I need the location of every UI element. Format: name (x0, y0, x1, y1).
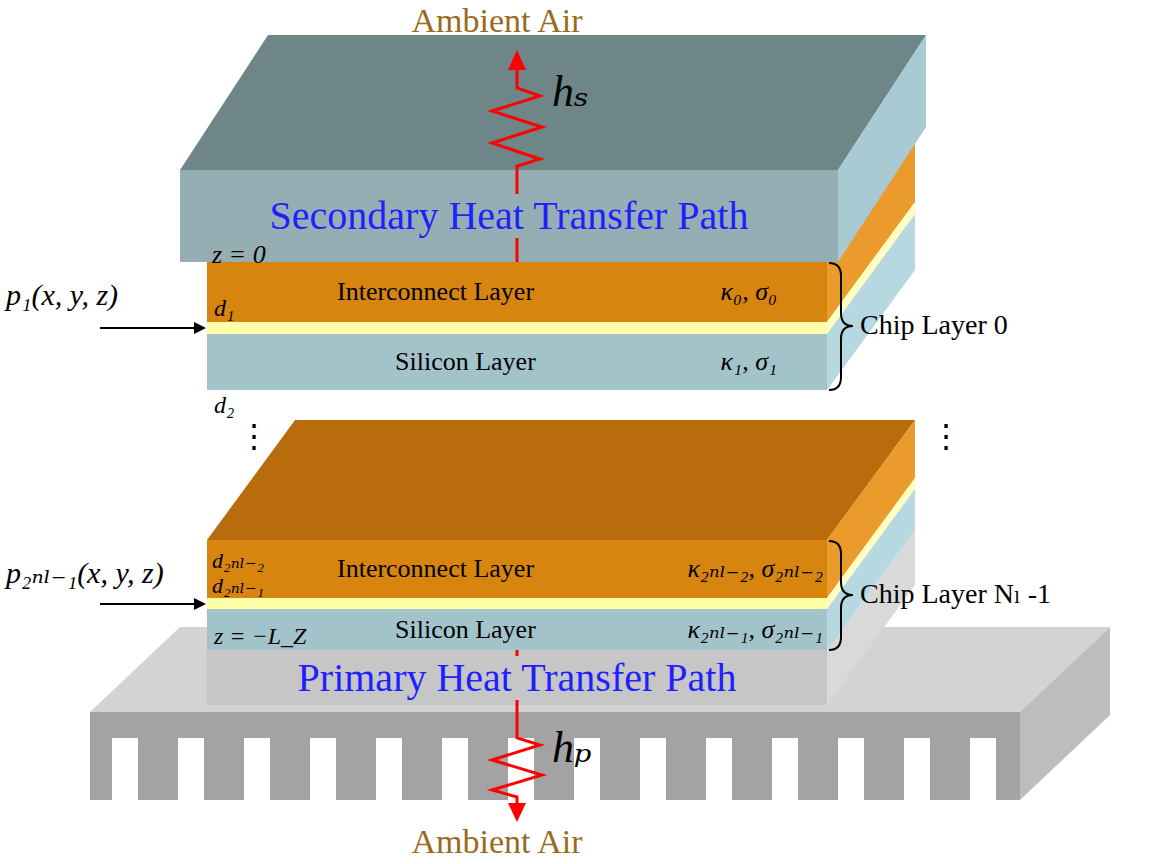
layer-name: Interconnect Layer (337, 556, 534, 582)
z-coordinate: z = −L_Z (214, 623, 306, 649)
slab-side (838, 35, 926, 262)
thickness-label: d₂ₙₗ₋₂ (212, 548, 264, 573)
heat-sink (90, 627, 1110, 800)
primary-heat-path-slab: Primary Heat Transfer Path (207, 650, 827, 705)
z-coordinate-holder: z = −L_Z (214, 624, 306, 648)
thickness-label: d₂ (214, 392, 234, 418)
heat-transfer-coefficient-holder: hₛ (552, 70, 589, 114)
heat-transfer-coefficient-holder: hₚ (552, 726, 592, 770)
thickness-label-holder: d₁ (214, 296, 234, 320)
thickness-label-holder: d₂ (214, 393, 234, 417)
primary-slab (207, 530, 915, 705)
power-density-label: p₂ₙₗ₋₁(x, y, z) (6, 556, 164, 589)
ambient-air-label: Ambient Air (412, 2, 583, 39)
silicon-front (207, 609, 827, 650)
slab-top (180, 35, 926, 170)
ellipsis-holder: ⋮ (238, 420, 270, 452)
silicon-layer: Silicon Layer κ₁, σ₁ (207, 334, 827, 390)
arrow-head (508, 803, 526, 822)
interconnect-front (207, 540, 827, 598)
material-parameters: κ₂ₙₗ₋₁, σ₂ₙₗ₋₁ (687, 617, 823, 643)
ellipsis: ⋮ (930, 418, 962, 454)
arrow-head (508, 50, 526, 70)
layer-brace (829, 541, 853, 650)
arrow-head (194, 598, 206, 610)
heat-transfer-coefficient: hₛ (552, 67, 589, 116)
slab-title: Primary Heat Transfer Path (294, 656, 741, 700)
ambient-air-label-holder: Ambient Air (412, 4, 583, 38)
ellipsis: ⋮ (238, 418, 270, 454)
silicon-front (207, 334, 827, 390)
slab-front (207, 650, 827, 705)
power-plane (207, 322, 827, 334)
power-density-label-holder: p₁(x, y, z) (6, 280, 118, 310)
ambient-air-label: Ambient Air (412, 823, 583, 860)
chip-layer-label-holder: Chip Layer Nₗ -1 (860, 580, 1051, 608)
power-input-arrow (100, 327, 196, 329)
chip-layer-label: Chip Layer Nₗ -1 (860, 578, 1051, 609)
layer-name: Silicon Layer (395, 349, 536, 375)
interconnect-top (207, 420, 915, 540)
secondary-slab (180, 35, 926, 262)
material-parameters: κ₀, σ₀ (721, 279, 777, 305)
arrow-head (194, 322, 206, 334)
power-density-label-holder: p₂ₙₗ₋₁(x, y, z) (6, 558, 164, 588)
silicon-side (827, 489, 915, 650)
interconnect-layer: Interconnect Layer κ₂ₙₗ₋₂, σ₂ₙₗ₋₂ (207, 540, 827, 598)
heat-sink-front (90, 712, 1020, 800)
thickness-label: d₁ (214, 295, 234, 321)
z-coordinate-holder: z = 0 (212, 242, 266, 268)
layer-name: Interconnect Layer (337, 279, 534, 305)
layer-name: Silicon Layer (395, 617, 536, 643)
power-density-label: p₁(x, y, z) (6, 278, 118, 311)
slab-title: Secondary Heat Transfer Path (266, 194, 753, 238)
slab-front (180, 170, 838, 262)
material-parameters: κ₂ₙₗ₋₂, σ₂ₙₗ₋₂ (687, 556, 823, 582)
thickness-label: d₂ₙₗ₋₁ (212, 573, 264, 598)
chip-layer-bottom (207, 420, 915, 650)
thickness-label-holder: d₂ₙₗ₋₁ (212, 575, 264, 597)
interconnect-layer: Interconnect Layer κ₀, σ₀ (207, 262, 827, 322)
chip-layer-label: Chip Layer 0 (860, 309, 1008, 340)
chip-layer-label-holder: Chip Layer 0 (860, 311, 1008, 339)
ambient-air-label-holder: Ambient Air (412, 825, 583, 859)
material-parameters: κ₁, σ₁ (721, 349, 777, 375)
thickness-label-holder: d₂ₙₗ₋₂ (212, 550, 264, 572)
power-plane (207, 598, 827, 609)
power-input-arrow (100, 603, 196, 605)
heat-sink-side (1020, 627, 1110, 800)
heat-transfer-coefficient: hₚ (552, 723, 592, 772)
interconnect-front (207, 262, 827, 322)
ellipsis-holder: ⋮ (930, 420, 962, 452)
secondary-heat-path-slab: Secondary Heat Transfer Path (180, 170, 838, 262)
layer-brace (829, 263, 853, 390)
z-coordinate: z = 0 (212, 240, 266, 269)
